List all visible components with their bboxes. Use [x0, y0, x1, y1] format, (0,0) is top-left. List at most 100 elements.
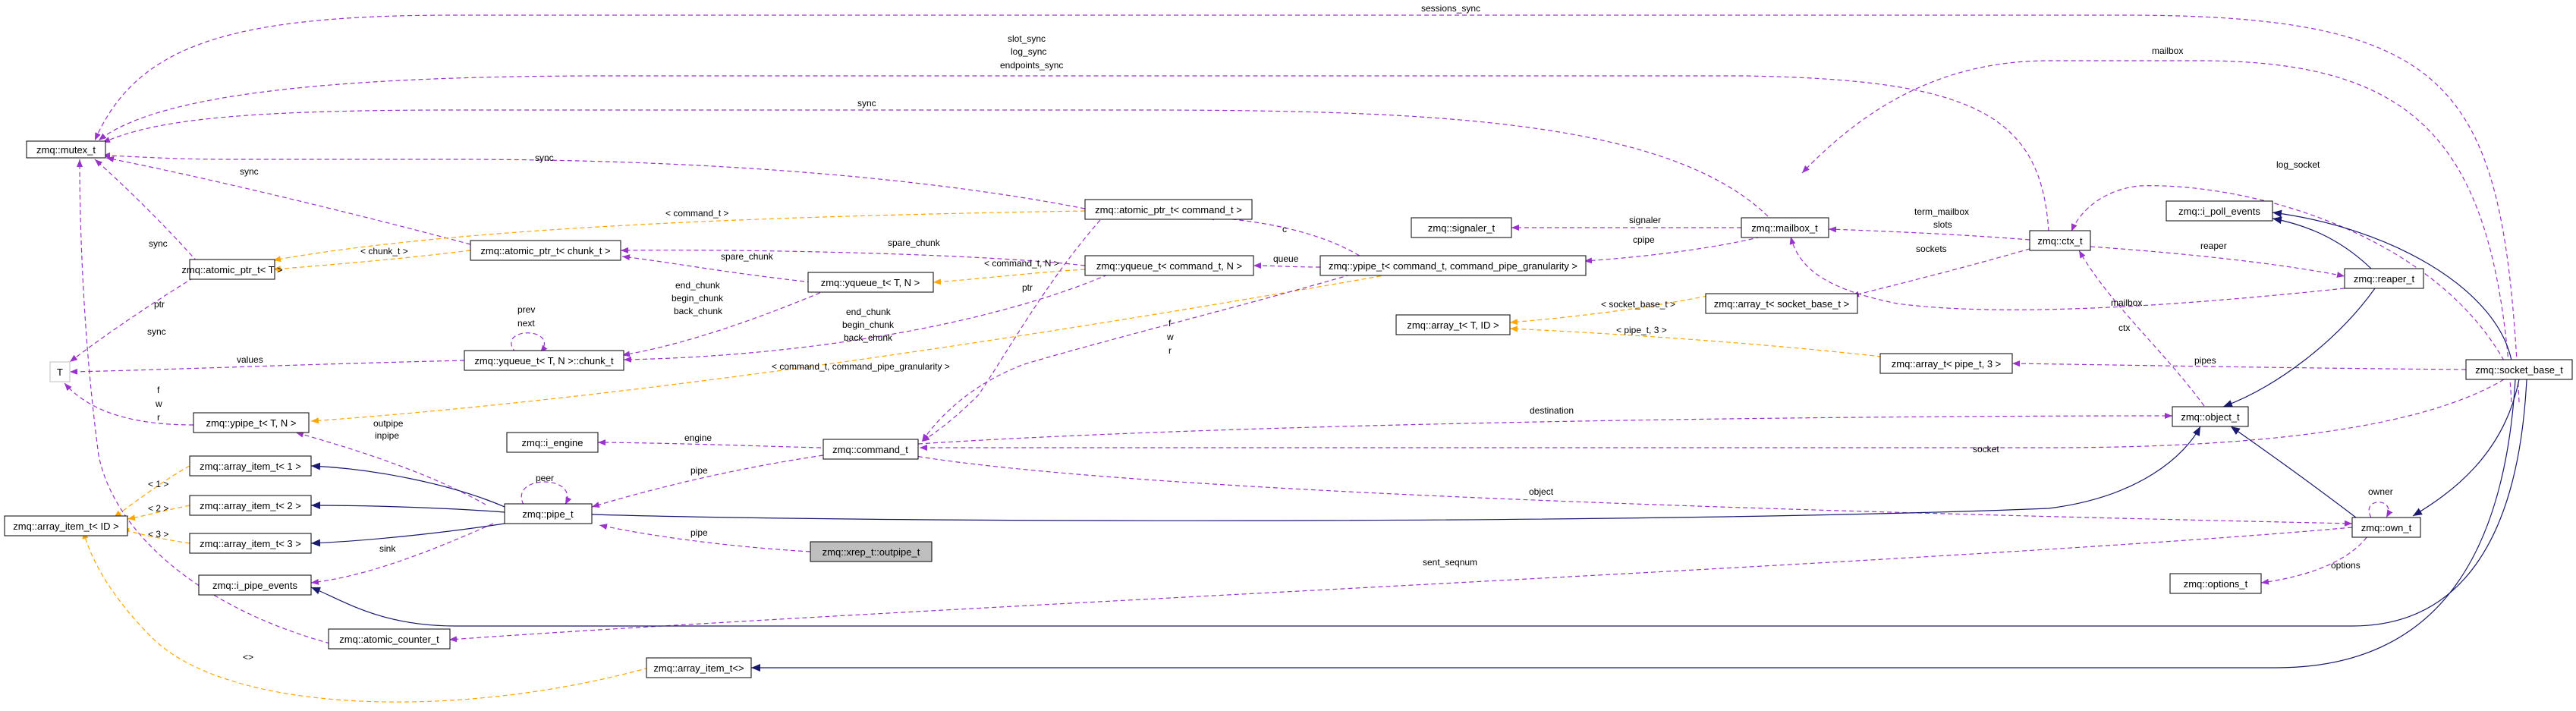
edge-inh-object-pipe — [591, 426, 2201, 521]
edge-counter-sync — [77, 159, 331, 644]
label-end-chunk-2: end_chunk — [846, 307, 892, 317]
node-atomic-counter[interactable]: zmq::atomic_counter_t — [328, 628, 451, 650]
label-sync-chunk: sync — [240, 166, 259, 177]
label-sync-top: sync — [857, 98, 876, 109]
label-pipes: pipes — [2194, 355, 2216, 366]
edge-object — [910, 455, 2353, 527]
label-log-socket: log_socket — [2276, 159, 2320, 170]
label-slot-sync: slot_sync — [1008, 33, 1046, 44]
node-array-item-2[interactable]: zmq::array_item_t< 2 > — [189, 495, 312, 516]
node-array-item-ID[interactable]: zmq::array_item_t< ID > — [4, 515, 128, 536]
node-yqueue-chunk[interactable]: zmq::yqueue_t< T, N >::chunk_t — [464, 350, 624, 371]
edge-cpipe — [1584, 234, 1769, 264]
label-back-chunk-2: back_chunk — [844, 332, 893, 343]
svg-text:zmq::socket_base_t: zmq::socket_base_t — [2475, 364, 2563, 376]
label-ptr-cmd: ptr — [1022, 282, 1033, 293]
node-mutex[interactable]: zmq::mutex_t — [26, 140, 106, 159]
svg-text:zmq::ypipe_t< T, N >: zmq::ypipe_t< T, N > — [206, 417, 297, 429]
node-socket-base[interactable]: zmq::socket_base_t — [2465, 359, 2573, 380]
edge-inh-object-own — [2230, 426, 2357, 518]
label-sink: sink — [379, 543, 396, 554]
label-ptr-atomic: ptr — [154, 299, 165, 310]
node-xrep-outpipe[interactable]: zmq::xrep_t::outpipe_t — [810, 541, 933, 562]
node-atomic-ptr-command[interactable]: zmq::atomic_ptr_t< command_t > — [1084, 199, 1253, 220]
edge-owner — [2368, 502, 2393, 518]
edge-mailbox-reaper — [1789, 236, 2345, 310]
svg-text:zmq::i_poll_events: zmq::i_poll_events — [2178, 206, 2260, 217]
label-f-1: f — [1168, 318, 1172, 329]
node-array-item-1[interactable]: zmq::array_item_t< 1 > — [189, 455, 312, 477]
label-sync-atomic: sync — [149, 238, 168, 249]
edge-tpl-empty — [82, 530, 650, 703]
label-end-chunk-1: end_chunk — [675, 280, 721, 291]
svg-text:zmq::array_t< pipe_t, 3 >: zmq::array_t< pipe_t, 3 > — [1892, 358, 2002, 370]
label-peer: peer — [536, 473, 554, 483]
edge-tpl-2 — [127, 505, 190, 521]
label-mailbox-top: mailbox — [2152, 46, 2183, 56]
node-yqueue-command[interactable]: zmq::yqueue_t< command_t, N > — [1084, 255, 1254, 276]
label-cpipe: cpipe — [1633, 234, 1655, 245]
node-array-item-empty[interactable]: zmq::array_item_t<> — [646, 657, 752, 678]
node-ypipe-command[interactable]: zmq::ypipe_t< command_t, command_pipe_gr… — [1319, 255, 1587, 276]
svg-text:zmq::array_item_t< 3 >: zmq::array_item_t< 3 > — [200, 538, 301, 549]
label-prev: prev — [517, 304, 535, 315]
node-command[interactable]: zmq::command_t — [822, 439, 919, 460]
label-begin-chunk-1: begin_chunk — [672, 293, 724, 304]
label-f-2: f — [157, 385, 160, 395]
svg-text:zmq::command_t: zmq::command_t — [832, 444, 908, 455]
edge-inh-item1 — [310, 462, 505, 508]
edge-queue — [1253, 263, 1321, 269]
edge-ctx — [2078, 250, 2205, 407]
node-options[interactable]: zmq::options_t — [2169, 573, 2262, 594]
svg-text:zmq::atomic_counter_t: zmq::atomic_counter_t — [339, 634, 439, 645]
svg-text:zmq::i_pipe_events: zmq::i_pipe_events — [212, 580, 298, 591]
label-r-1: r — [1168, 345, 1172, 356]
node-T[interactable]: T — [49, 361, 71, 382]
node-array-pipe-3[interactable]: zmq::array_t< pipe_t, 3 > — [1879, 353, 2013, 374]
node-array-T-ID[interactable]: zmq::array_t< T, ID > — [1395, 314, 1511, 335]
node-signaler[interactable]: zmq::signaler_t — [1411, 217, 1512, 238]
label-tpl-command-N: < command_t, N > — [984, 258, 1059, 269]
label-inpipe: inpipe — [375, 430, 399, 441]
node-i-poll-events[interactable]: zmq::i_poll_events — [2166, 200, 2273, 222]
node-i-engine[interactable]: zmq::i_engine — [506, 432, 599, 453]
svg-text:zmq::xrep_t::outpipe_t: zmq::xrep_t::outpipe_t — [822, 546, 920, 558]
node-atomic-ptr-chunk[interactable]: zmq::atomic_ptr_t< chunk_t > — [470, 240, 621, 261]
label-destination: destination — [1530, 405, 1574, 416]
node-mailbox[interactable]: zmq::mailbox_t — [1741, 217, 1829, 238]
label-sockets: sockets — [1916, 244, 1947, 254]
edge-prev-next — [511, 332, 548, 354]
label-engine: engine — [684, 433, 712, 443]
svg-text:T: T — [57, 367, 63, 378]
svg-text:zmq::object_t: zmq::object_t — [2181, 411, 2240, 423]
edge-fwr-cmd — [921, 274, 1351, 442]
node-reaper[interactable]: zmq::reaper_t — [2344, 268, 2424, 289]
label-w-1: w — [1166, 332, 1174, 342]
svg-text:zmq::atomic_ptr_t< chunk_t >: zmq::atomic_ptr_t< chunk_t > — [480, 245, 610, 256]
edge-tpl-pipe-3 — [1509, 326, 1882, 357]
edge-outpipe — [295, 431, 486, 505]
node-ctx[interactable]: zmq::ctx_t — [2029, 230, 2091, 251]
node-object[interactable]: zmq::object_t — [2172, 406, 2249, 427]
svg-text:zmq::array_item_t< ID >: zmq::array_item_t< ID > — [13, 521, 118, 532]
node-i-pipe-events[interactable]: zmq::i_pipe_events — [198, 574, 312, 596]
label-owner: owner — [2368, 486, 2393, 497]
edge-sockets — [1851, 246, 2038, 297]
label-log-sync: log_sync — [1011, 46, 1046, 57]
nodes: zmq::mutex_t zmq::atomic_ptr_t< T > T zm… — [4, 140, 2573, 678]
edge-sink — [310, 523, 494, 585]
node-atomic-ptr-T[interactable]: zmq::atomic_ptr_t< T > — [181, 259, 283, 280]
node-ypipe-T-N[interactable]: zmq::ypipe_t< T, N > — [193, 412, 310, 433]
node-array-item-3[interactable]: zmq::array_item_t< 3 > — [189, 533, 312, 554]
node-pipe[interactable]: zmq::pipe_t — [504, 503, 593, 524]
label-term-mailbox: term_mailbox — [1914, 206, 1969, 217]
node-yqueue-T-N[interactable]: zmq::yqueue_t< T, N > — [807, 272, 934, 293]
label-sessions-sync: sessions_sync — [1421, 3, 1480, 14]
edge-tpl-chunk — [272, 250, 471, 272]
edge-chunks-1 — [621, 289, 828, 357]
node-own[interactable]: zmq::own_t — [2351, 517, 2421, 538]
node-array-socket-base[interactable]: zmq::array_t< socket_base_t > — [1705, 293, 1858, 314]
label-pipe-1: pipe — [690, 465, 708, 476]
edge-ptr-cmd — [921, 219, 1101, 442]
edge-mailbox-top — [1801, 60, 2512, 403]
